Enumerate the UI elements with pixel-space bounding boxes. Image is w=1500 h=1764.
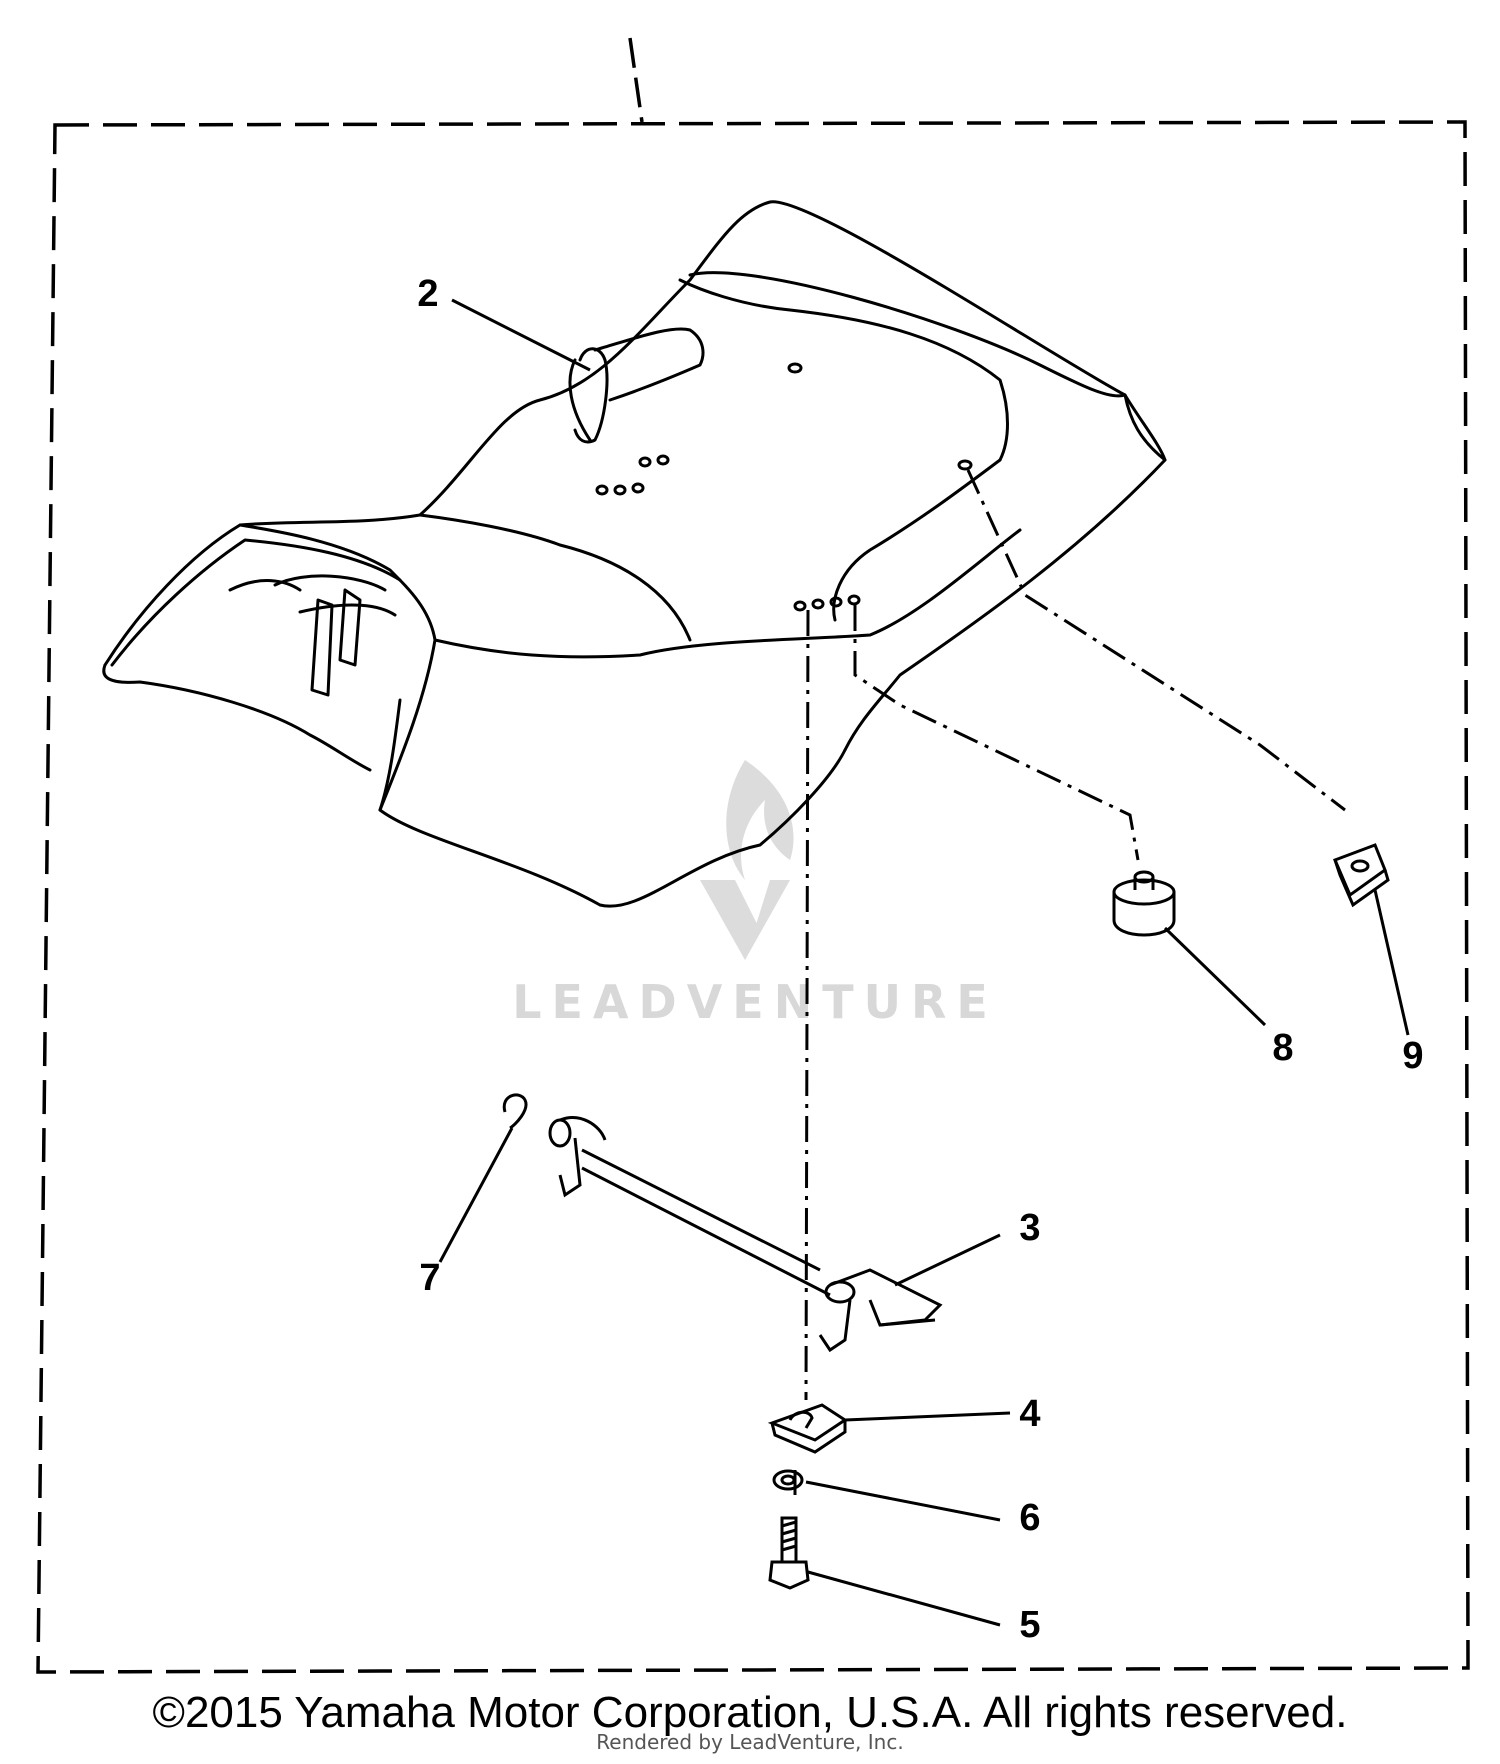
bolt-drawing bbox=[768, 1516, 810, 1590]
watermark-logo-icon bbox=[700, 760, 794, 960]
seat-drawing bbox=[102, 200, 1167, 908]
callout-3: 3 bbox=[1019, 1207, 1040, 1249]
watermark-text: LEADVENTURE bbox=[512, 975, 998, 1029]
nut-plate-drawing bbox=[767, 1403, 848, 1454]
copyright-notice: ©2015 Yamaha Motor Corporation, U.S.A. A… bbox=[152, 1688, 1348, 1737]
callout-7: 7 bbox=[419, 1257, 440, 1299]
clip-nut-drawing bbox=[1333, 843, 1390, 908]
leader-1 bbox=[628, 37, 644, 123]
rendered-by-notice: Rendered by LeadVenture, Inc. bbox=[596, 1730, 904, 1754]
washer-drawing bbox=[772, 1469, 804, 1491]
callout-5: 5 bbox=[1019, 1604, 1040, 1646]
alignment-lines bbox=[793, 469, 1346, 1495]
callout-leaders bbox=[438, 298, 1410, 1627]
grommet-drawing bbox=[1112, 870, 1176, 937]
kit-boundary bbox=[36, 120, 1470, 1674]
callout-8: 8 bbox=[1272, 1027, 1293, 1069]
clip-drawing bbox=[502, 1093, 528, 1130]
callout-4: 4 bbox=[1019, 1393, 1040, 1435]
lock-rod-drawing bbox=[548, 1116, 943, 1353]
callout-2: 2 bbox=[417, 273, 438, 315]
callout-9: 9 bbox=[1402, 1035, 1423, 1077]
callout-6: 6 bbox=[1019, 1497, 1040, 1539]
